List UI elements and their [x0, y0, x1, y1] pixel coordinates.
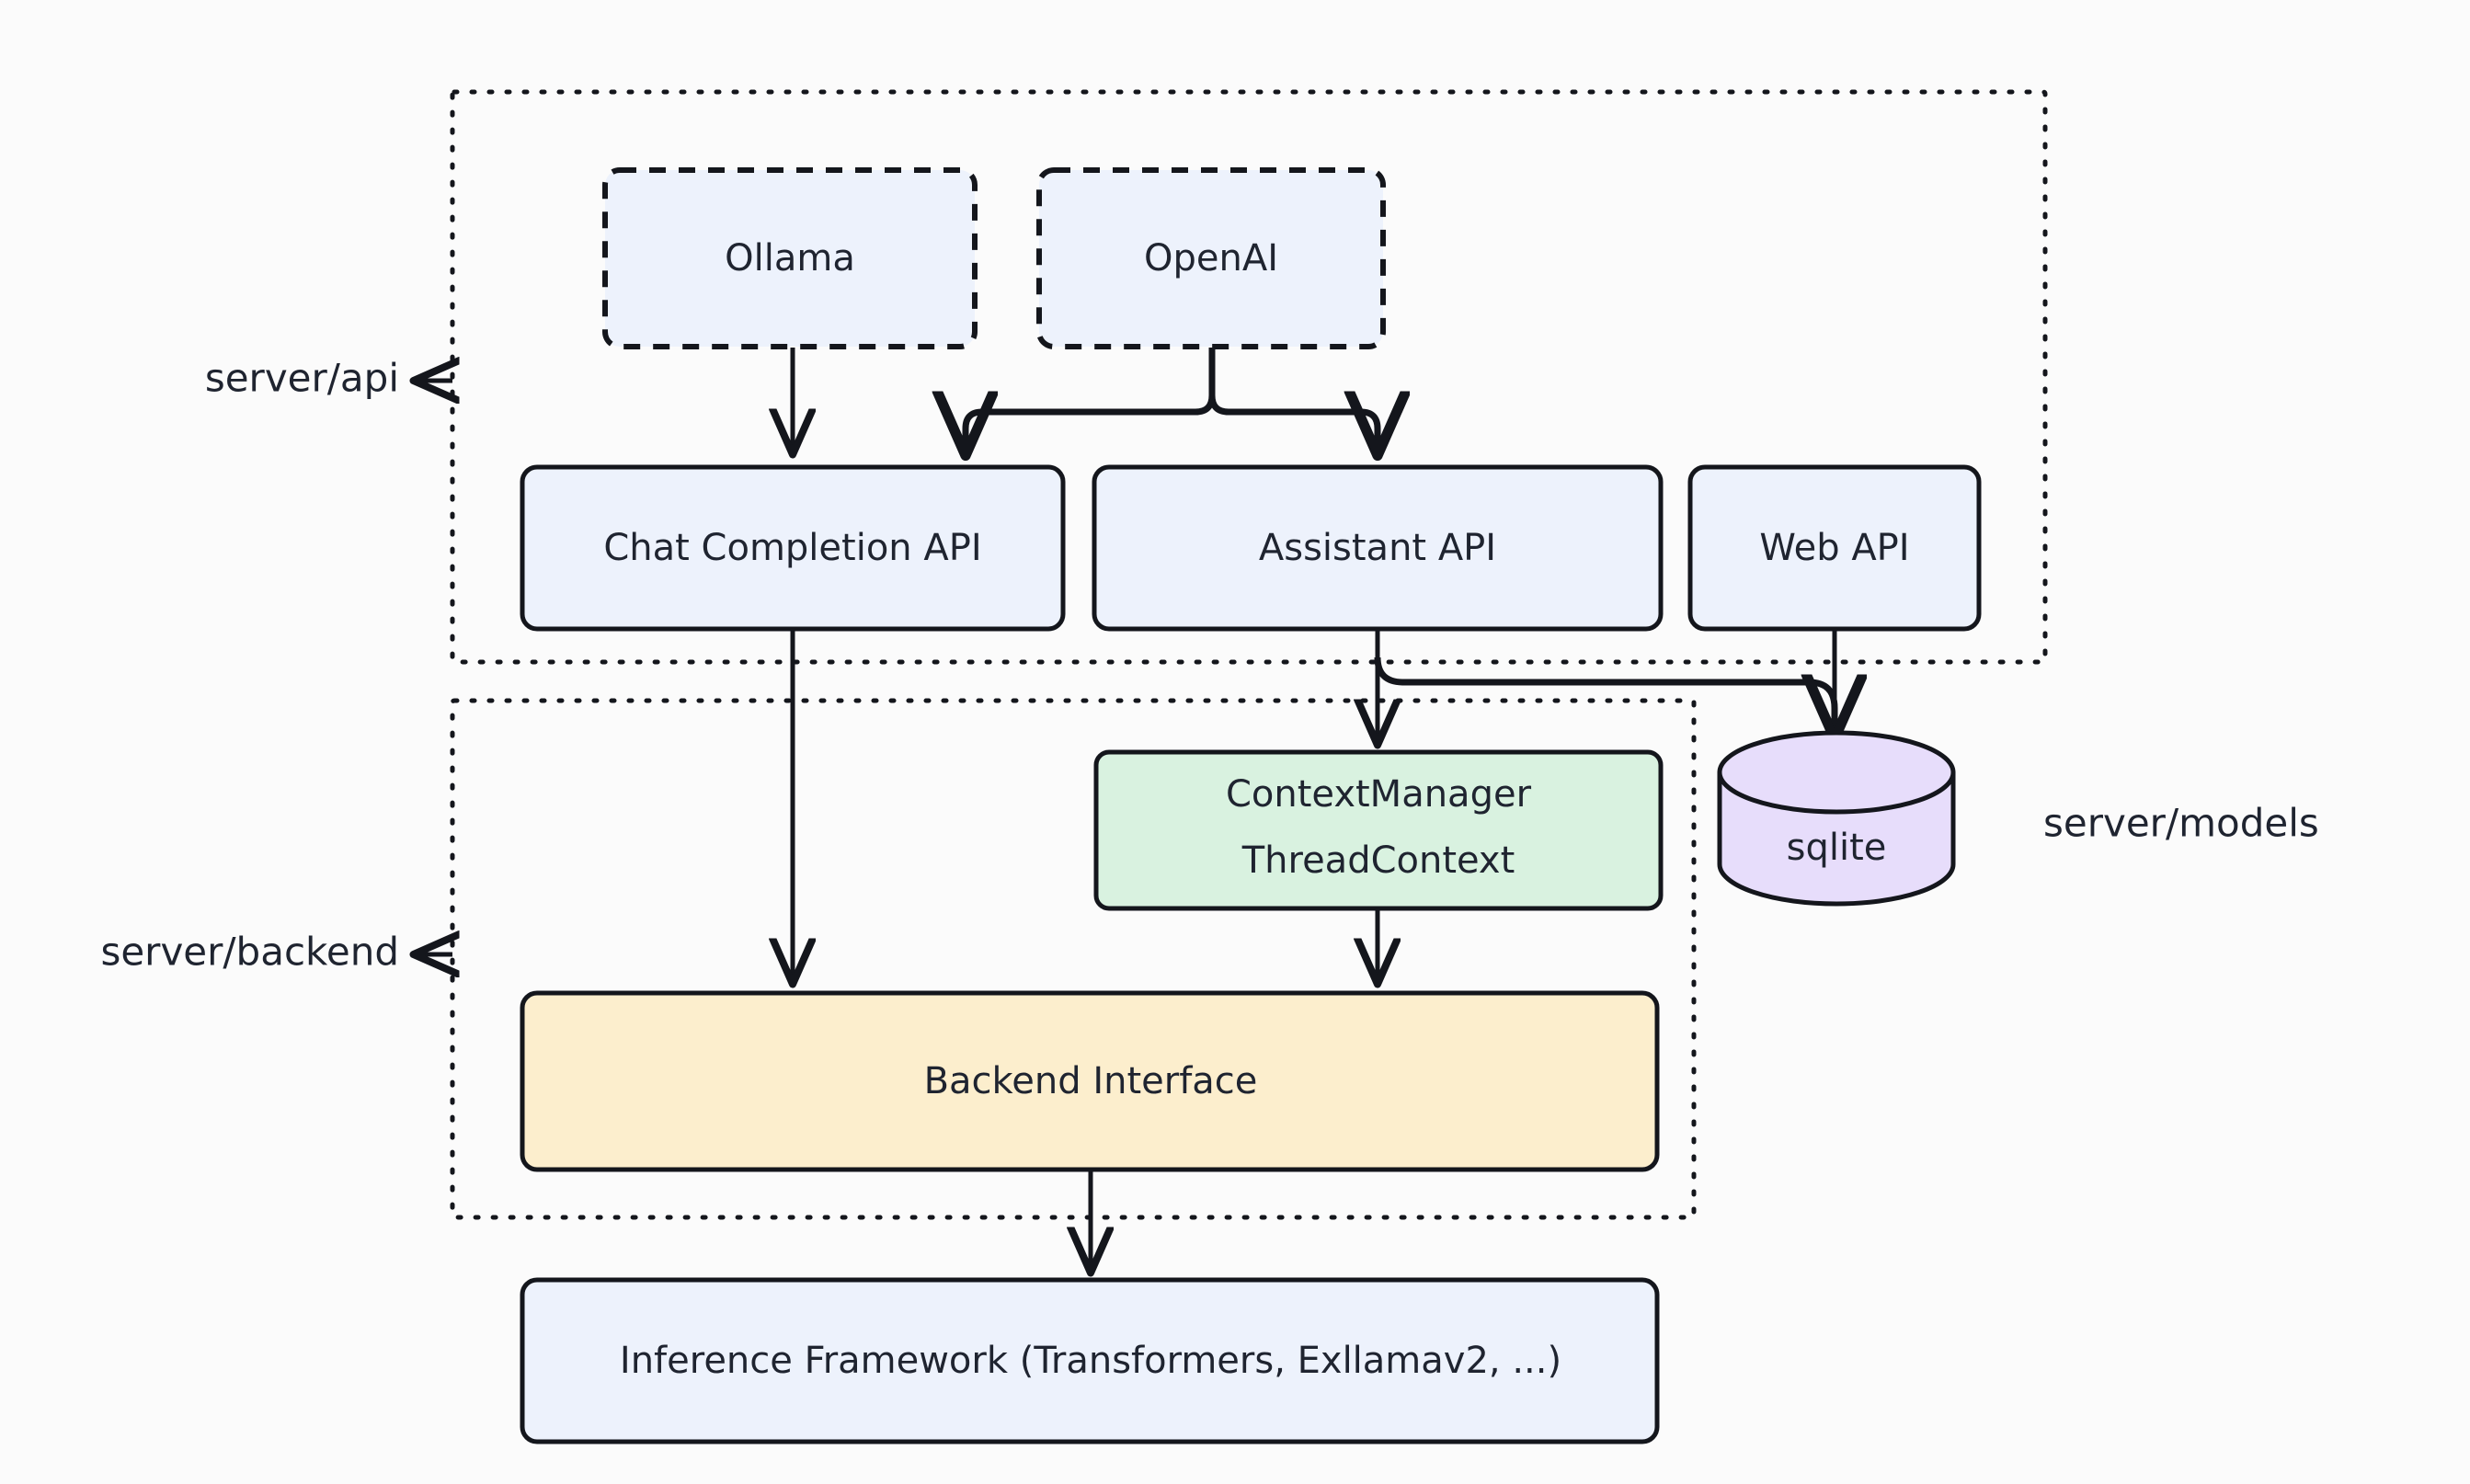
node-openai-label: OpenAI [1144, 237, 1278, 280]
group-label-server-api: server/api [205, 356, 399, 401]
node-chat-completion-api[interactable]: Chat Completion API [520, 464, 1066, 632]
node-context-manager-label-line2: ThreadContext [1241, 839, 1515, 882]
node-context-manager-label-line1: ContextManager [1226, 773, 1532, 816]
node-sqlite[interactable]: sqlite [1717, 730, 1956, 907]
node-web-api-label: Web API [1759, 527, 1909, 569]
node-sqlite-label: sqlite [1787, 827, 1887, 869]
group-label-server-backend: server/backend [100, 930, 399, 975]
node-ollama[interactable]: Ollama [602, 167, 978, 349]
node-web-api[interactable]: Web API [1687, 464, 1982, 632]
node-openai[interactable]: OpenAI [1036, 167, 1386, 349]
node-assistant-api[interactable]: Assistant API [1092, 464, 1664, 632]
node-inference-framework-label: Inference Framework (Transformers, Exlla… [620, 1340, 1561, 1382]
node-inference-framework[interactable]: Inference Framework (Transformers, Exlla… [520, 1277, 1660, 1444]
node-context-manager[interactable]: ContextManager ThreadContext [1093, 749, 1664, 911]
edge-openai-to-chat-completion-api [966, 395, 1216, 452]
edge-openai-to-assistant-api [1208, 395, 1378, 452]
node-backend-interface[interactable]: Backend Interface [520, 990, 1660, 1172]
edge-assistant-api-to-sqlite [1374, 656, 1835, 736]
node-chat-completion-api-label: Chat Completion API [603, 527, 981, 569]
node-backend-interface-label: Backend Interface [924, 1060, 1258, 1102]
node-assistant-api-label: Assistant API [1259, 527, 1496, 569]
group-label-server-models: server/models [2043, 801, 2319, 846]
node-ollama-label: Ollama [725, 237, 855, 280]
